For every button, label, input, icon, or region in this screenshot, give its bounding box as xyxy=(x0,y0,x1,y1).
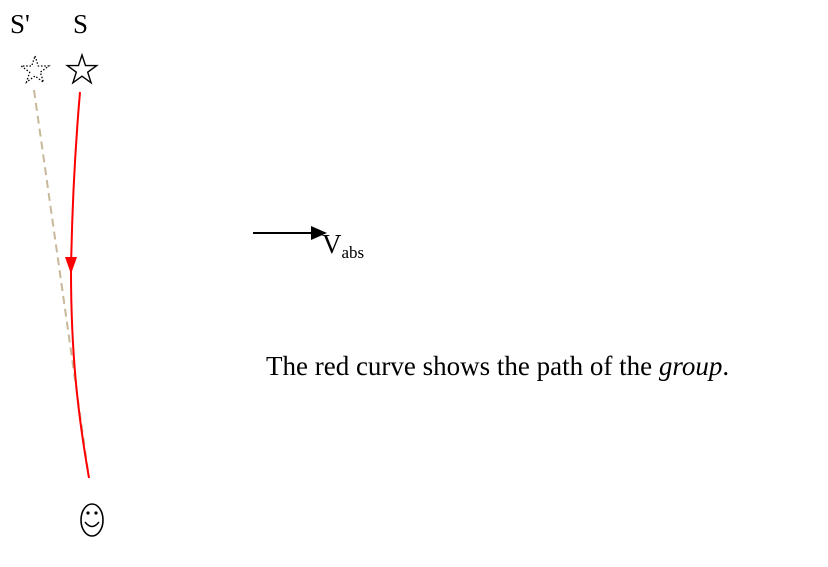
source-prime-label: S' xyxy=(10,9,30,39)
group-path-curve xyxy=(69,91,90,479)
caption-text: The red curve shows the path of the xyxy=(266,351,659,381)
velocity-label-main: V xyxy=(322,229,342,259)
group-path-arrowhead xyxy=(65,257,77,274)
star-icon xyxy=(65,52,99,85)
caption: The red curve shows the path of the grou… xyxy=(266,353,729,380)
velocity-label-subscript: abs xyxy=(341,243,365,262)
smiley-face-icon xyxy=(80,503,104,537)
source-label: S xyxy=(73,9,89,39)
caption-emphasis: group xyxy=(658,351,723,381)
velocity-label: Vabs xyxy=(322,229,365,262)
velocity-arrowhead xyxy=(311,226,327,240)
dotted-star-icon xyxy=(19,53,51,84)
caption-period: . xyxy=(722,351,730,381)
